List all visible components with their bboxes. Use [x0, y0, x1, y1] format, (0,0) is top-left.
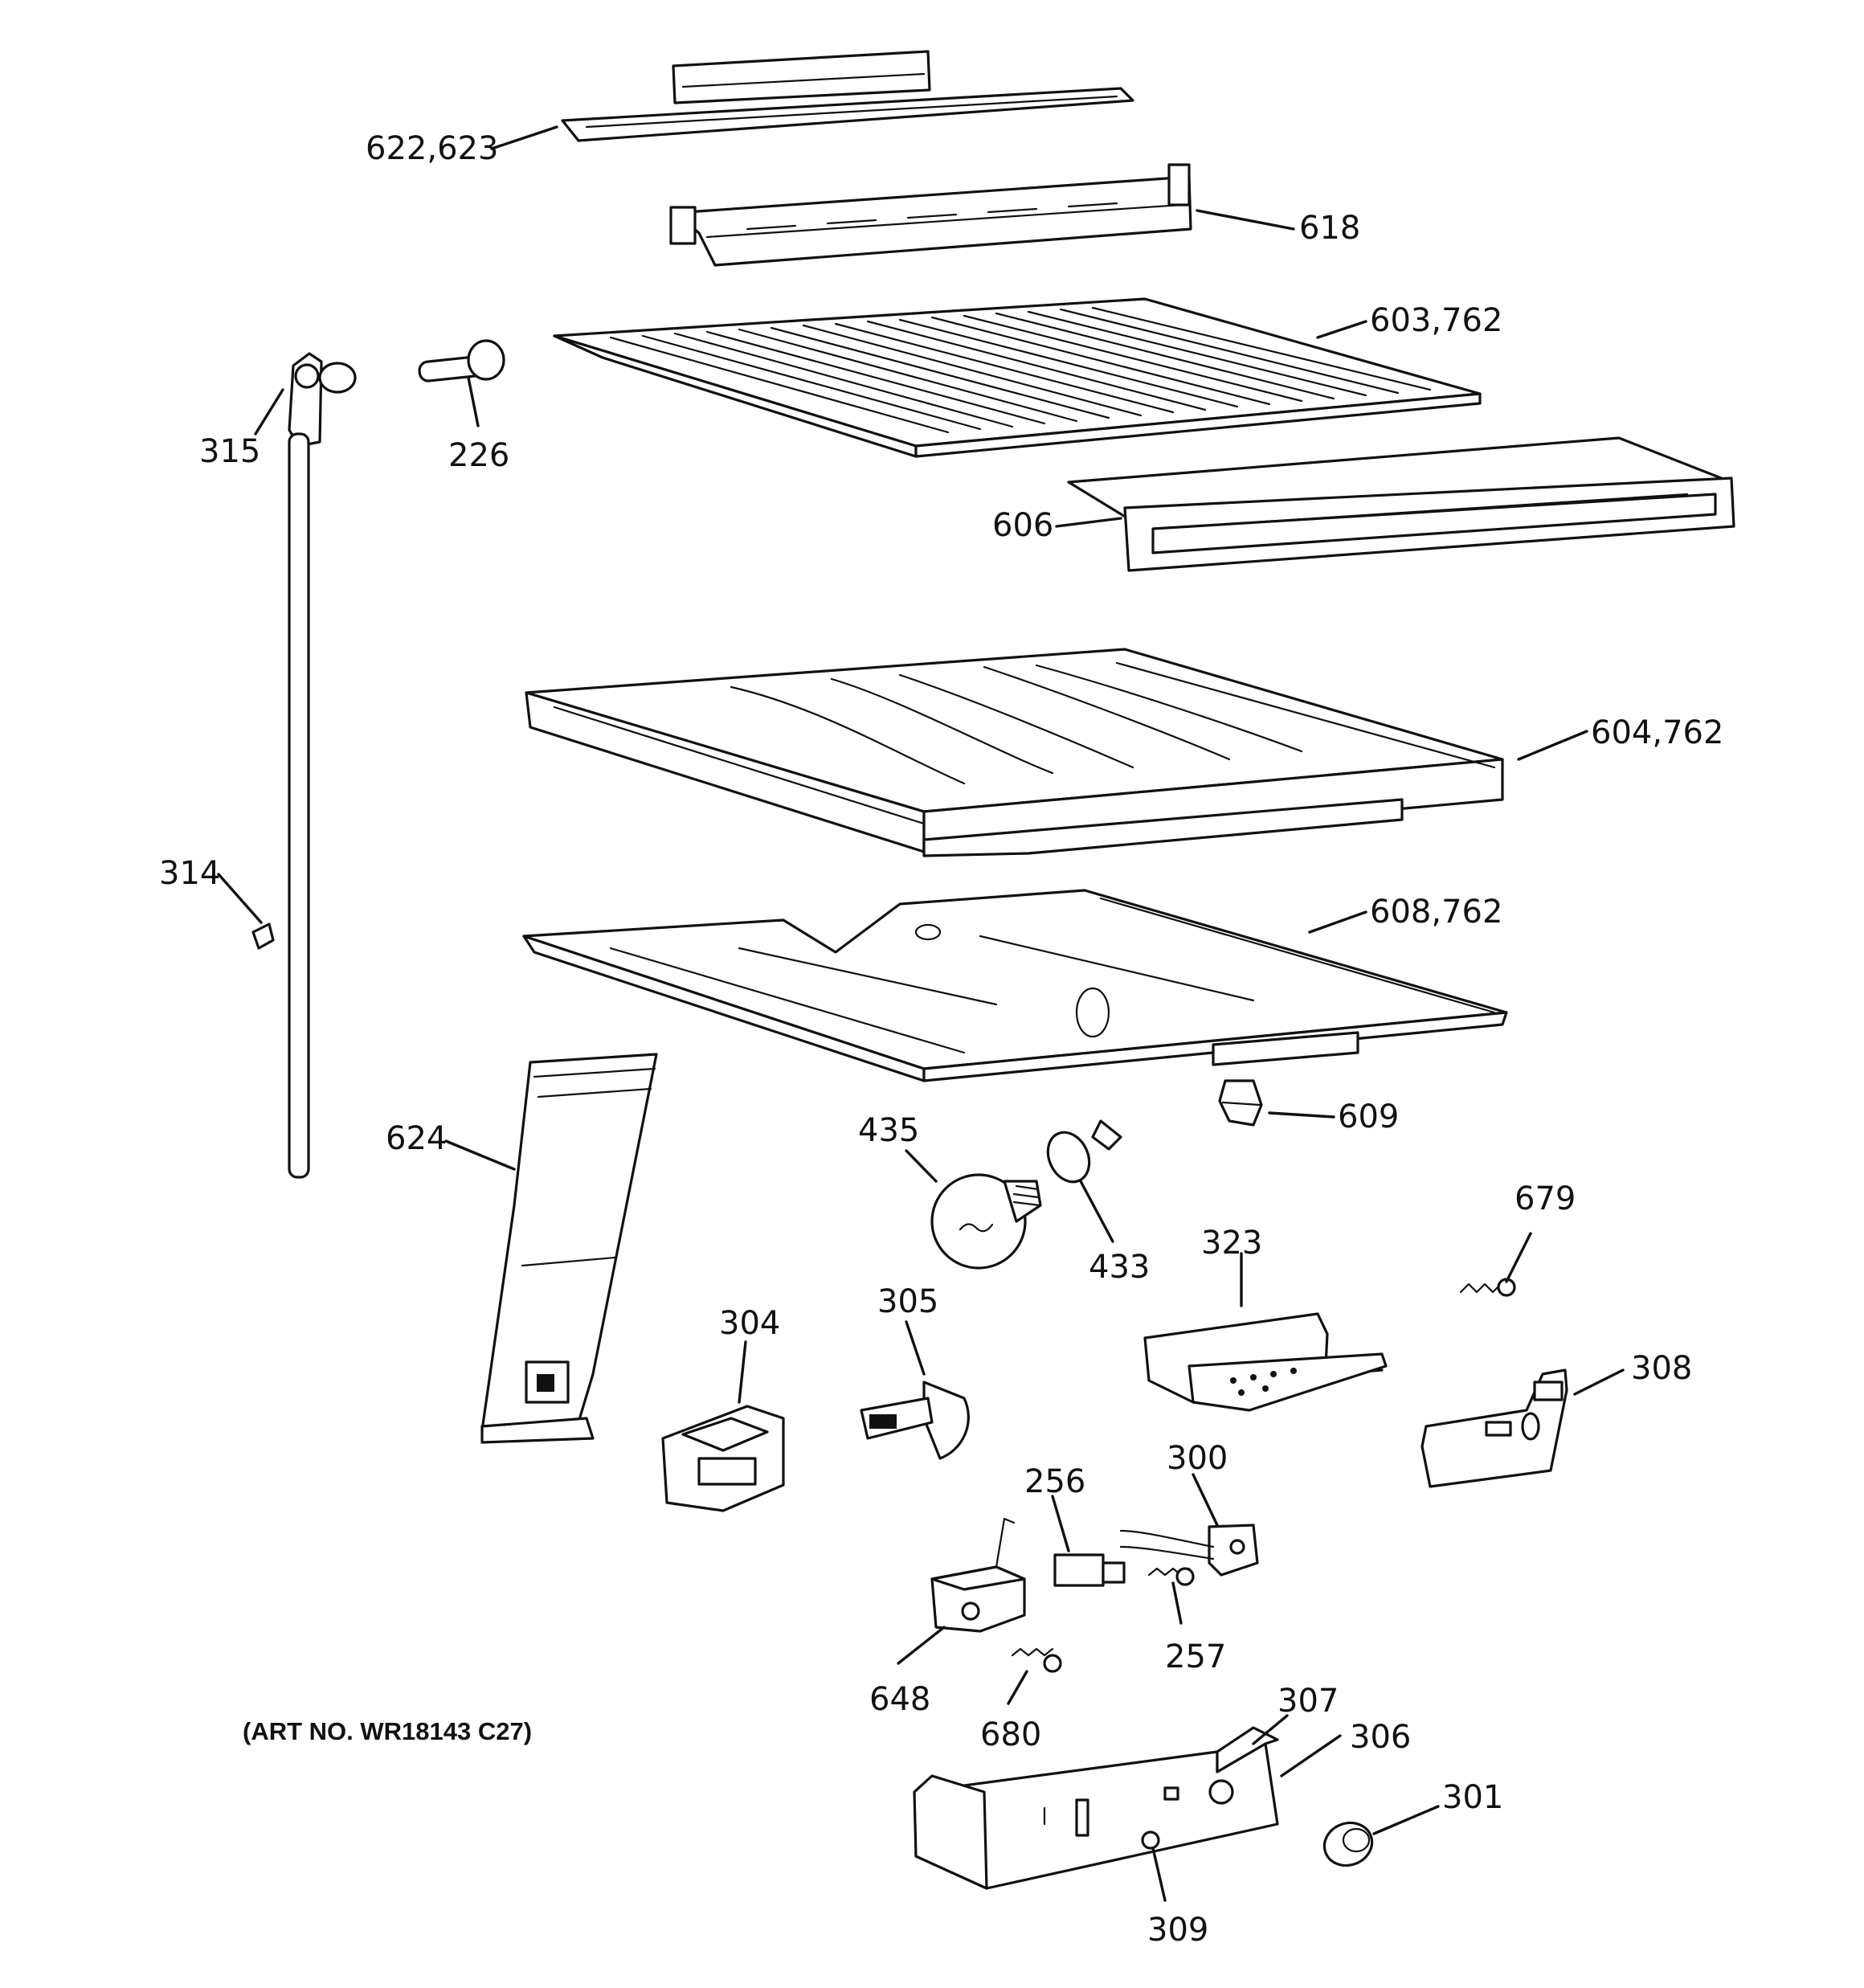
control-bracket-icon: [1143, 1312, 1388, 1412]
callout-226: 226: [448, 437, 509, 474]
callout-433: 433: [1089, 1249, 1150, 1286]
leader-lines: [217, 125, 1625, 1902]
callout-680: 680: [980, 1716, 1041, 1753]
callout-304: 304: [719, 1305, 780, 1342]
callout-618: 618: [1299, 210, 1360, 247]
callout-315: 315: [199, 433, 260, 470]
callout-307: 307: [1277, 1683, 1339, 1720]
callout-604-762: 604,762: [1591, 714, 1723, 751]
crisper-pan-icon: [525, 648, 1504, 857]
callout-labels: 622,623 618 603,762 226 315 606 604,762 …: [159, 130, 1723, 1949]
callout-306: 306: [1350, 1719, 1411, 1756]
callout-301: 301: [1442, 1779, 1503, 1816]
lamp-socket-icon: [1046, 1119, 1122, 1184]
callout-256: 256: [1024, 1463, 1085, 1500]
light-switch-icon: [1053, 1553, 1126, 1587]
defrost-timer-icon: [930, 1517, 1026, 1633]
plug-icon: [1141, 1831, 1160, 1850]
callout-606: 606: [992, 507, 1053, 544]
air-duct-icon: [480, 1053, 658, 1444]
callout-314: 314: [159, 855, 220, 892]
knob-icon: [1322, 1821, 1374, 1867]
screw-icon: [1011, 1647, 1062, 1673]
wire-shelf-icon: [553, 297, 1482, 458]
control-housing-icon: [913, 1726, 1279, 1890]
callout-308: 308: [1631, 1350, 1692, 1387]
meat-pan-cover-icon: [522, 889, 1508, 1082]
light-bulb-icon: [930, 1173, 1042, 1270]
shelf-bracket-rail-icon: [669, 163, 1192, 267]
callout-609: 609: [1338, 1098, 1399, 1135]
callout-300: 300: [1167, 1440, 1228, 1477]
damper-control-icon: [661, 1405, 785, 1512]
shelf-frame-icon: [1067, 436, 1735, 572]
callout-257: 257: [1165, 1638, 1226, 1675]
crisper-cover-icon: [561, 50, 1134, 142]
callout-435: 435: [858, 1112, 919, 1149]
thermostat-knob-icon: [860, 1381, 970, 1460]
callout-603-762: 603,762: [1370, 302, 1502, 339]
callout-608-762: 608,762: [1370, 894, 1502, 931]
callout-305: 305: [877, 1283, 938, 1320]
callout-679: 679: [1514, 1180, 1576, 1217]
shelf-support-icon: [418, 339, 505, 382]
rod-bracket-icon: [288, 352, 357, 448]
callout-323: 323: [1201, 1225, 1262, 1262]
screw-icon: [1147, 1567, 1195, 1586]
callout-624: 624: [386, 1120, 447, 1157]
callout-648: 648: [869, 1681, 930, 1718]
thermostat-icon: [1119, 1524, 1259, 1577]
callout-309: 309: [1147, 1912, 1208, 1949]
control-plate-icon: [1420, 1368, 1568, 1488]
callout-622-623: 622,623: [366, 130, 498, 167]
art-number: (ART NO. WR18143 C27): [243, 1717, 532, 1745]
clip-icon: [1218, 1079, 1263, 1127]
rod-icon: [251, 432, 310, 1179]
